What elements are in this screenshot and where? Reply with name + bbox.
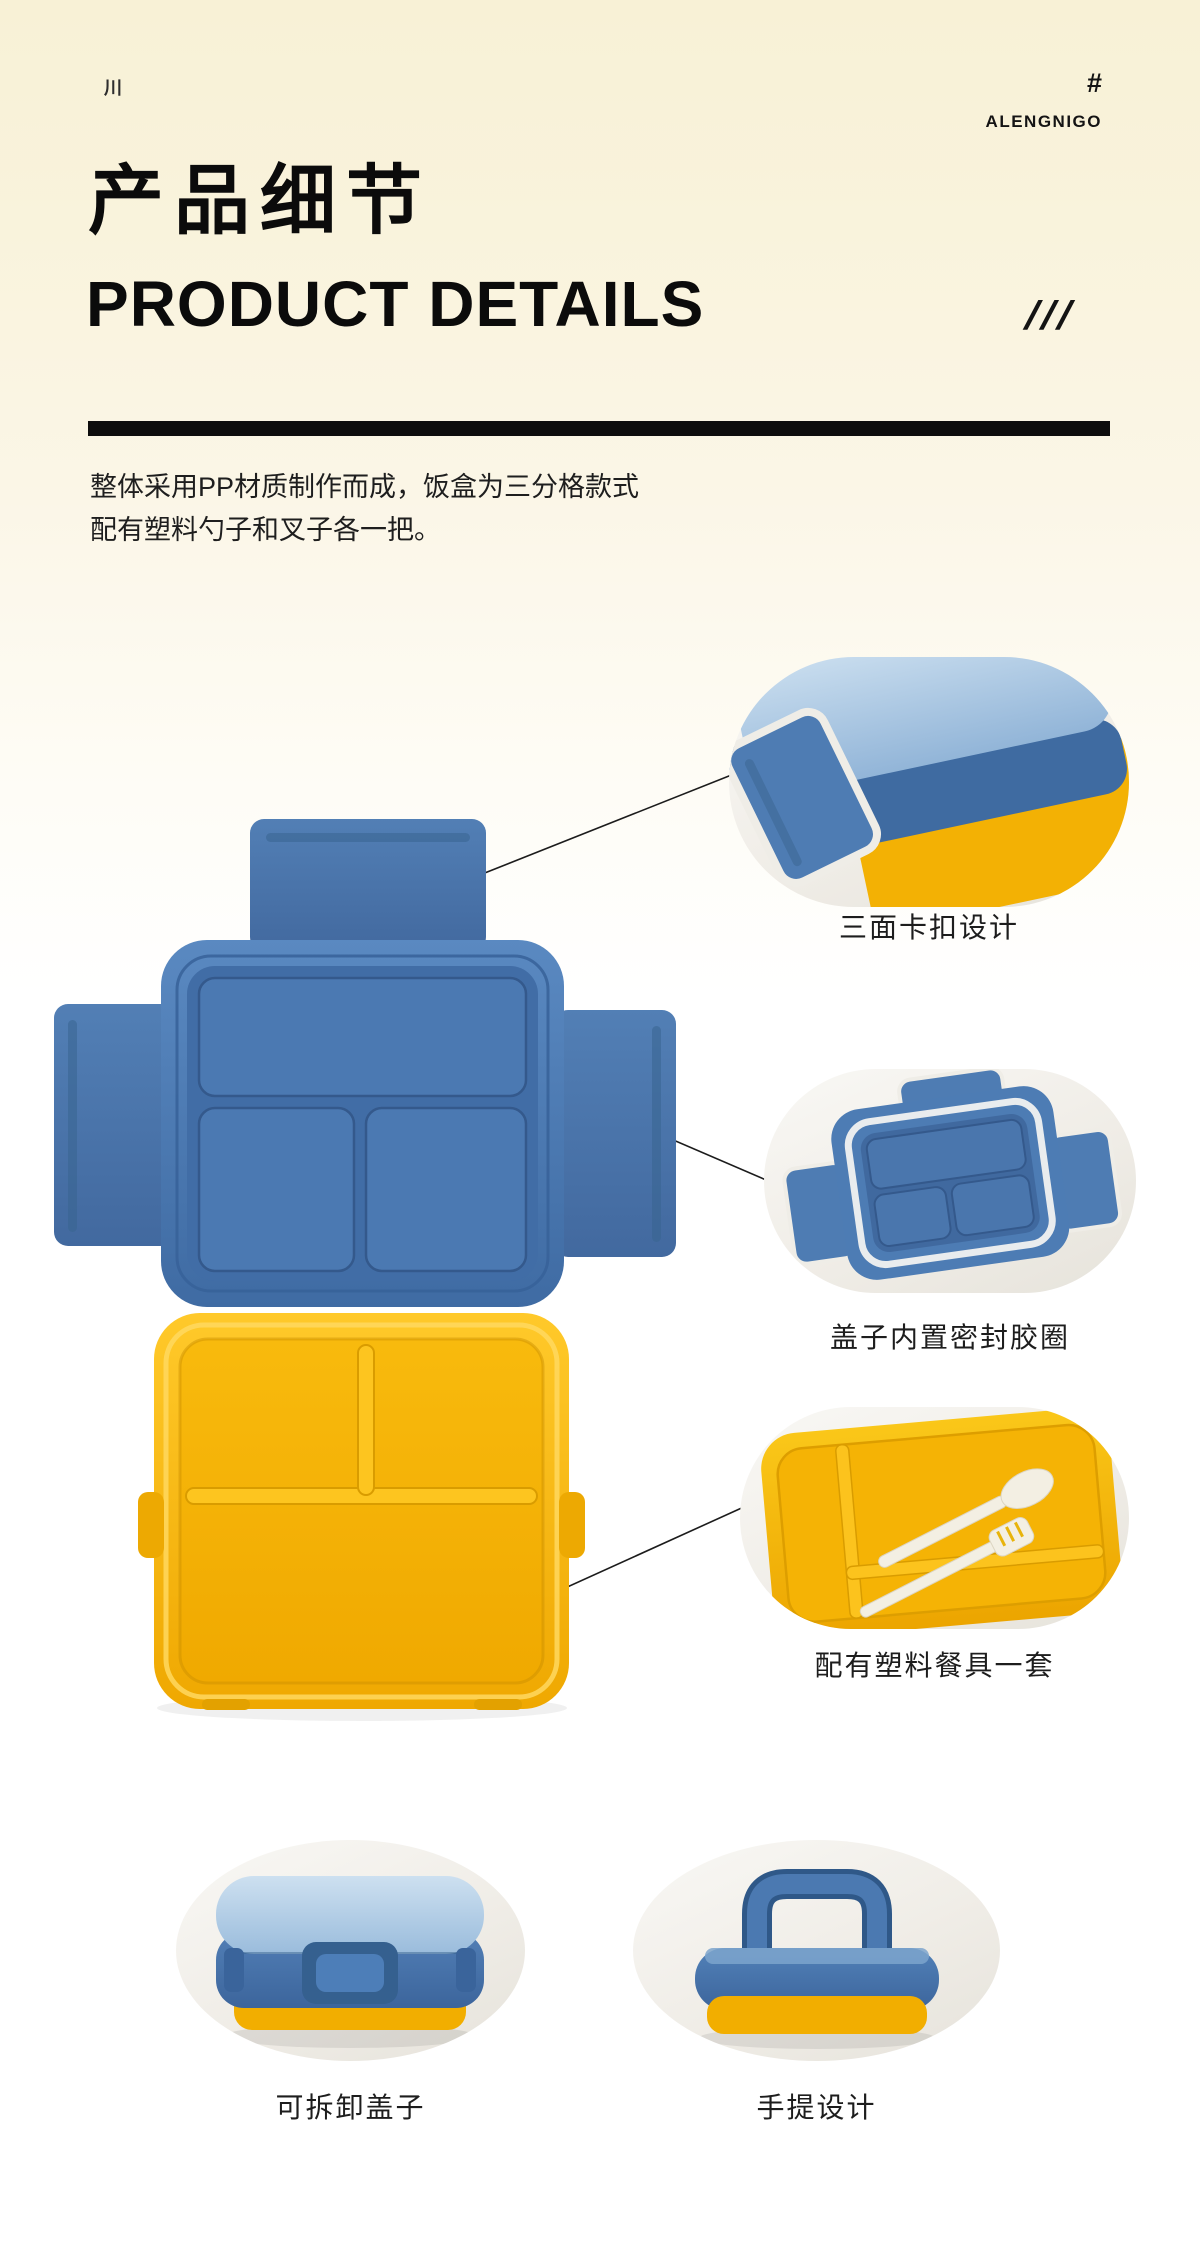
description-line-2: 配有塑料勺子和叉子各一把。 xyxy=(90,514,441,545)
callout-label-buckle: 三面卡扣设计 xyxy=(838,912,1019,943)
carry-handle-photo xyxy=(695,1869,939,2049)
folding-handle xyxy=(302,1942,398,2004)
lid-left-flap xyxy=(54,1004,176,1246)
box-vertical-divider xyxy=(357,1344,375,1496)
lid-compartment-top xyxy=(197,976,528,1098)
page-title-english: PRODUCT DETAILS xyxy=(86,268,705,340)
callout-photo-removable-lid xyxy=(176,1840,525,2061)
box-right-clip xyxy=(559,1492,585,1558)
lid-top-flap xyxy=(250,819,486,951)
page-title-chinese: 产品细节 xyxy=(88,159,432,244)
callout-label-handle: 手提设计 xyxy=(756,2092,877,2123)
description-line-1: 整体采用PP材质制作而成，饭盒为三分格款式 xyxy=(90,472,640,502)
plastic-spoon xyxy=(878,1468,1054,1568)
carry-handle xyxy=(742,1869,892,1960)
product-description: 整体采用PP材质制作而成，饭盒为三分格款式 配有塑料勺子和叉子各一把。 xyxy=(90,466,639,551)
cutlery-detail-photo xyxy=(761,1408,1122,1629)
brand-mark: 川 xyxy=(104,78,124,98)
lid-top-view xyxy=(161,940,564,1307)
plastic-fork xyxy=(859,1517,1035,1618)
brand-name: ALENGNIGO xyxy=(985,112,1102,131)
lid-compartment-bottom-left xyxy=(197,1106,356,1273)
yellow-box-base xyxy=(138,1313,585,1710)
main-product-illustration xyxy=(50,800,700,1730)
removable-lid-photo xyxy=(216,1876,484,2048)
buckle-detail-photo xyxy=(729,657,1129,907)
seal-ring-detail-photo xyxy=(782,1069,1123,1280)
callout-label-cutlery: 配有塑料餐具一套 xyxy=(814,1650,1055,1681)
callout-photo-seal xyxy=(764,1069,1136,1293)
callout-photo-buckle xyxy=(729,657,1129,907)
callout-photo-cutlery xyxy=(740,1407,1129,1629)
callout-label-removable-lid: 可拆卸盖子 xyxy=(275,2092,426,2123)
hash-mark: # xyxy=(1086,68,1102,98)
slashes-decoration: /// xyxy=(1022,294,1078,338)
lid-right-flap xyxy=(554,1010,676,1257)
lid-compartment-bottom-right xyxy=(364,1106,528,1273)
box-left-clip xyxy=(138,1492,164,1558)
callout-photo-handle xyxy=(633,1840,1000,2061)
seal-ring xyxy=(844,1097,1056,1269)
divider-bar xyxy=(88,421,1110,436)
callout-label-seal: 盖子内置密封胶圈 xyxy=(829,1322,1070,1353)
lunchbox-exploded-view xyxy=(54,819,676,1721)
